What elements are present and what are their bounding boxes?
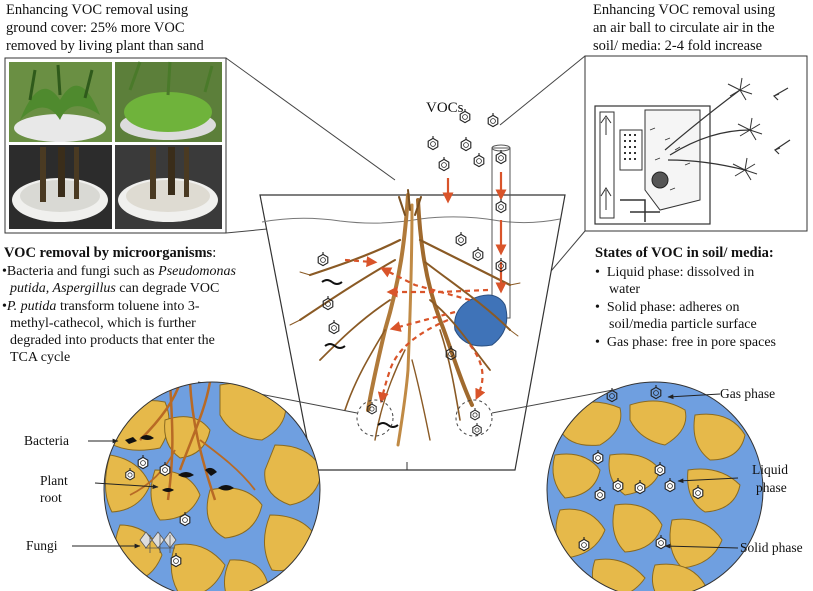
gas-phase-label: Gas phase [720,386,776,401]
microorganisms-heading-colon: : [212,245,217,261]
states-b3-l1: Gas phase: free in pore spaces [606,335,776,350]
micro-bullet2-line2: methyl-cathecol, which is further [10,316,196,331]
micro-bullet1-line1: •Bacteria and fungi such as Pseudomonas [2,263,236,280]
states-b1-l1: Liquid phase: dissolved in [606,265,755,280]
states-bullet1-line1: • Liquid phase: dissolved in [595,264,754,281]
bullet-glyph: • [595,335,600,350]
leader-line [225,57,396,181]
bacteria-label: Bacteria [24,433,69,448]
plant-root-label-line1: Plant [40,473,68,488]
liquid-phase-label-line1: Liquid [752,462,788,477]
micro-bullet2-line1: •P. putida transform toluene into 3- [2,298,200,315]
air-ball [454,294,508,347]
states-heading: States of VOC in soil/ media: [595,245,774,261]
air-ball-caption-line3: soil/ media: 2-4 fold increase [593,38,763,54]
micro-bullet2-line3: degraded into products that enter the [10,333,215,348]
micro-b1-l1-pre: Bacteria and fungi such as [6,264,159,279]
states-bullet2-line1: • Solid phase: adheres on [595,299,740,316]
states-bullet3-line1: • Gas phase: free in pore spaces [595,334,776,351]
label-arrows [72,393,739,549]
solid-phase-label: Solid phase [740,540,803,555]
zoom-circle-left [356,399,394,437]
air-ball-caption-line2: an air ball to circulate air in the [593,20,775,36]
bullet-glyph: • [595,265,600,280]
zoom-circle-right [455,399,493,437]
micro-b1-l2-italic: putida, Aspergillus [10,281,116,296]
voc-flow-arrows [344,172,507,404]
micro-b1-l1-italic: Pseudomonas [158,264,236,279]
states-bullet2-line2: soil/media particle surface [609,317,757,332]
leader-line [499,55,586,126]
micro-b1-l2-post: can degrade VOC [115,281,220,296]
microorganisms-heading: VOC removal by microorganisms: [4,244,216,262]
ground-cover-caption-line3: removed by living plant than sand [6,38,204,54]
liquid-phase-label-line2: phase [756,480,787,495]
microorganisms-heading-text: VOC removal by microorganisms [4,245,213,261]
bullet-glyph: • [2,264,7,279]
voc-phases-soil-circle [546,381,764,591]
micro-b2-l1-post: transform toluene into 3- [56,299,200,314]
micro-b2-l1-italic: P. putida [6,299,57,314]
air-ball-diagram-panel [584,55,808,232]
states-bullet1-line2: water [609,282,641,297]
fungi-label: Fungi [26,538,58,553]
ground-cover-caption-line1: Enhancing VOC removal using [6,2,189,18]
micro-bullet1-line2: putida, Aspergillus can degrade VOC [10,280,219,297]
bullet-glyph: • [2,299,7,314]
air-ball-caption-line1: Enhancing VOC removal using [593,2,776,18]
plant-root-system [289,189,521,447]
ground-cover-photo-panel [4,57,227,234]
bullet-glyph: • [595,300,600,315]
ground-cover-caption-line2: ground cover: 25% more VOC [6,20,185,36]
states-b2-l1: Solid phase: adheres on [606,300,740,315]
bacteria-squiggles [321,279,399,428]
microorganism-soil-circle [103,381,321,591]
vocs-label: VOCs [426,100,464,116]
plant-root-label-line2: root [40,490,62,505]
micro-bullet2-line4: TCA cycle [10,350,71,365]
